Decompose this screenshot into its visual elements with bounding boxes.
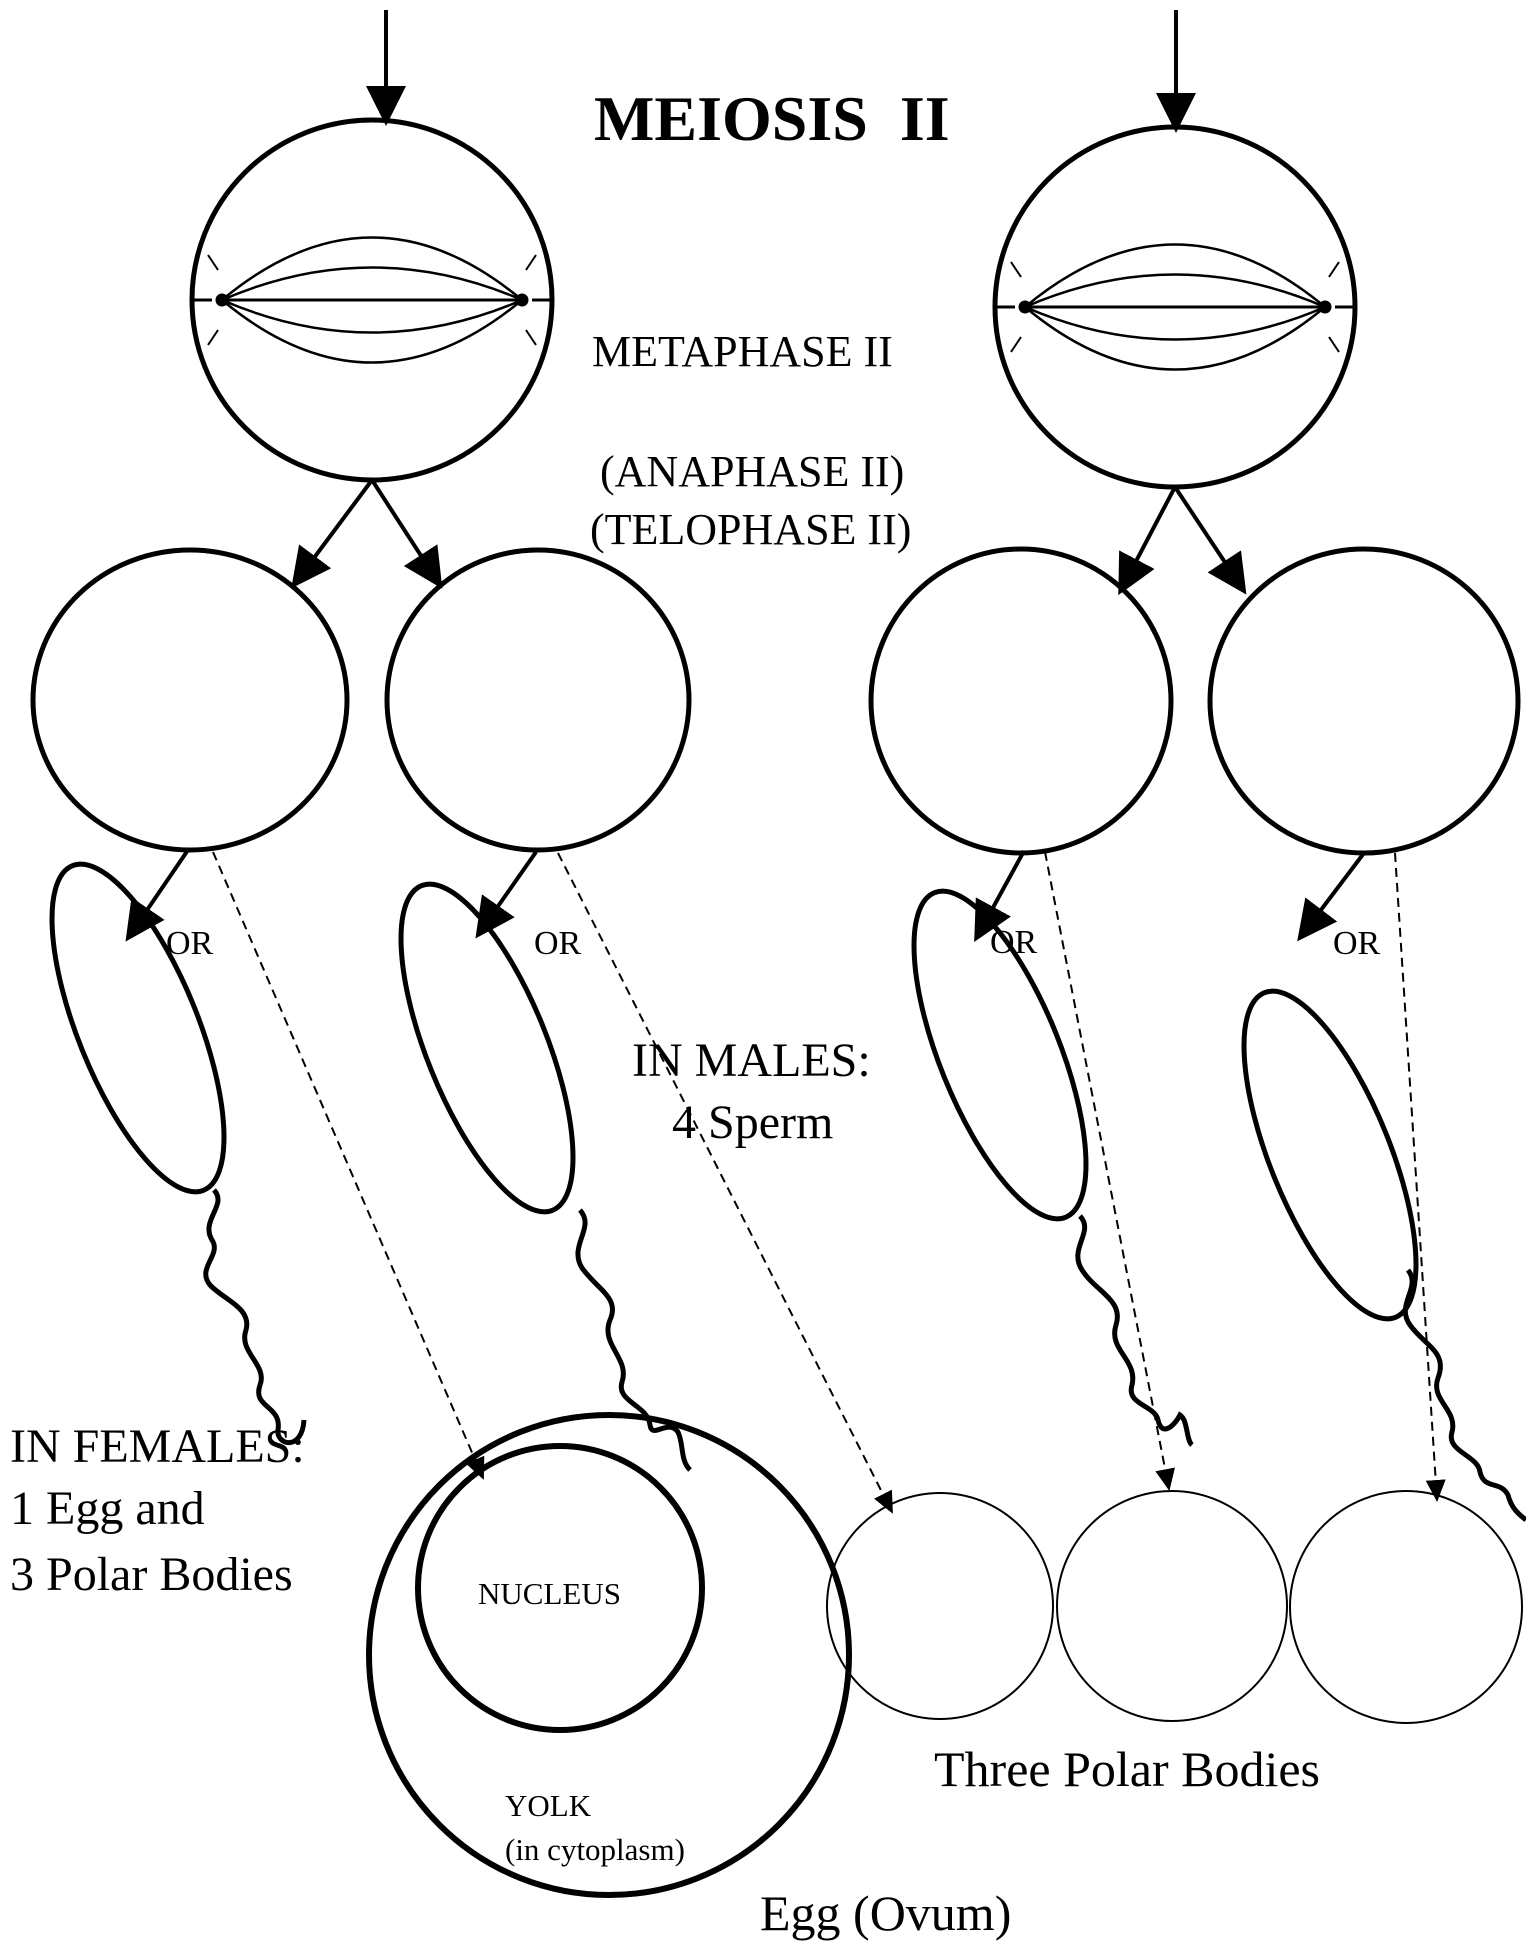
yolk-label-line2: (in cytoplasm) — [505, 1832, 685, 1867]
polar-body-1 — [827, 1493, 1053, 1719]
egg-membrane — [369, 1415, 849, 1895]
polar-body-2 — [1057, 1491, 1287, 1721]
yolk-label-line1: YOLK — [505, 1788, 592, 1823]
daughter-cell-1 — [33, 550, 347, 850]
females-label-line2: 1 Egg and — [10, 1482, 205, 1535]
metaphase-cell-right — [995, 127, 1355, 487]
or-label-3: OR — [990, 924, 1038, 961]
polar-body-3 — [1290, 1491, 1522, 1723]
egg-ovum — [369, 1415, 849, 1895]
metaphase-label: METAPHASE II — [592, 327, 893, 376]
sperm-1 — [17, 843, 304, 1442]
or-label-4: OR — [1333, 925, 1381, 962]
female-dashed-arrows — [213, 852, 1437, 1512]
females-label-line1: IN FEMALES: — [10, 1420, 305, 1473]
females-label-line3: 3 Polar Bodies — [10, 1548, 293, 1601]
or-label-2: OR — [534, 925, 582, 962]
males-label-line2: 4 Sperm — [672, 1096, 833, 1149]
sperm-2 — [366, 863, 690, 1470]
metaphase-cell-left — [192, 120, 552, 480]
daughter-cell-3 — [871, 549, 1171, 853]
or-label-1: OR — [166, 925, 214, 962]
sperm-4 — [1209, 970, 1526, 1520]
egg-label: Egg (Ovum) — [760, 1885, 1011, 1941]
daughter-cell-2 — [387, 550, 689, 850]
daughter-cell-4 — [1210, 549, 1518, 853]
anaphase-label: (ANAPHASE II) — [600, 447, 904, 496]
telophase-label: (TELOPHASE II) — [590, 505, 911, 554]
title: MEIOSIS II — [594, 83, 950, 154]
polar-bodies-label: Three Polar Bodies — [934, 1741, 1320, 1797]
males-label-line1: IN MALES: — [632, 1034, 871, 1087]
nucleus-label: NUCLEUS — [478, 1576, 621, 1611]
sperm-arrows — [130, 850, 1364, 935]
